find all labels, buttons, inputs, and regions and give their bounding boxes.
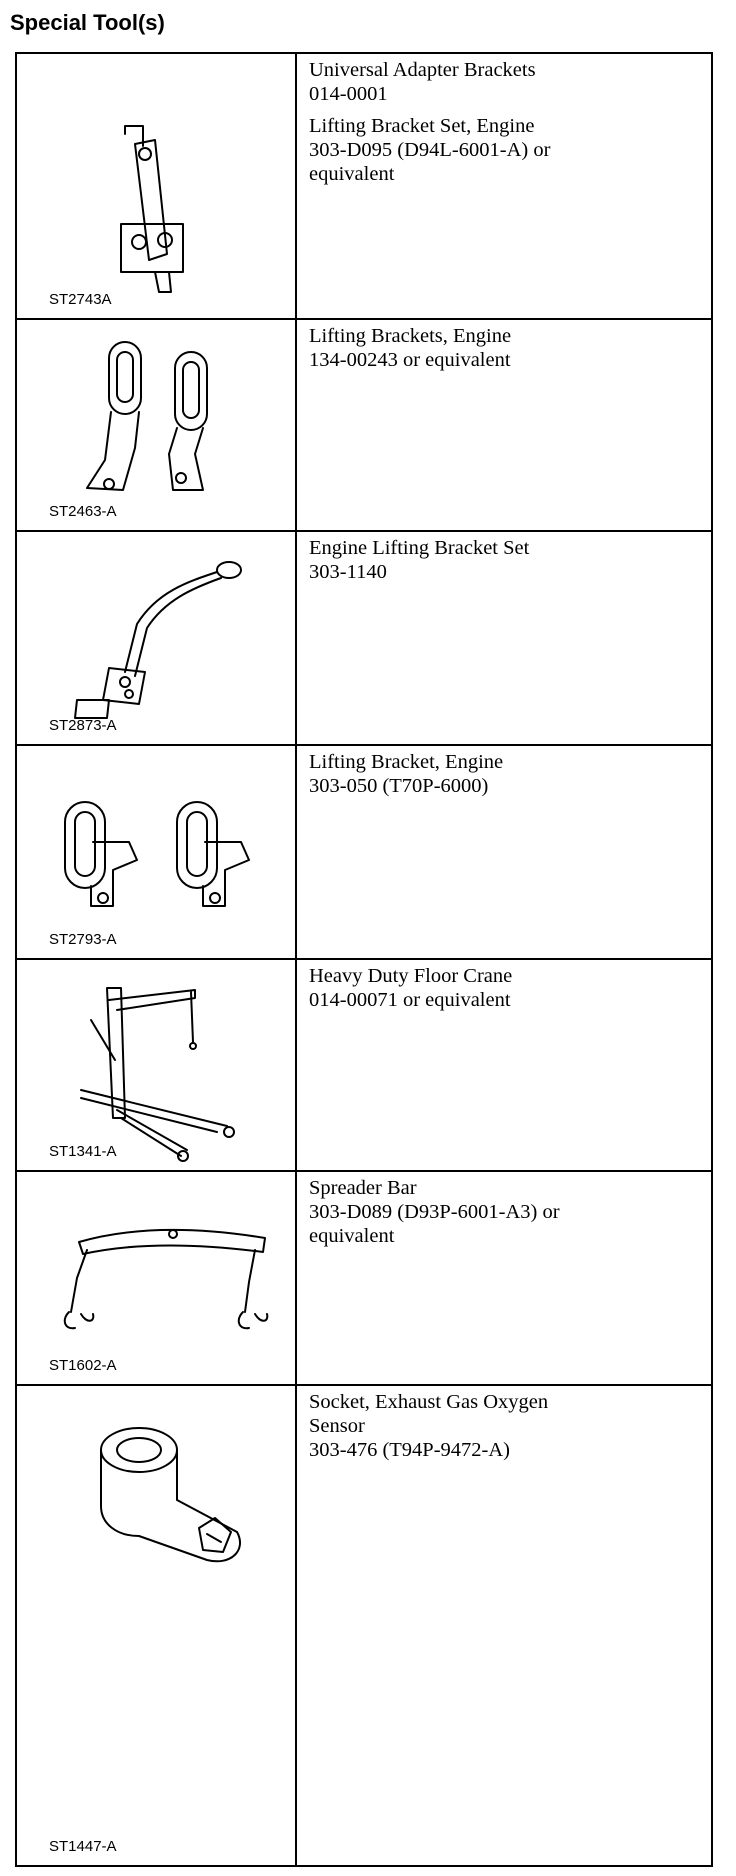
tool-row: ST1602-A Spreader Bar 303-D089 (D93P-600… xyxy=(17,1170,711,1384)
lifting-brackets-illustration xyxy=(86,341,208,491)
desc-line: 303-050 (T70P-6000) xyxy=(309,775,489,797)
tool-illustration-cell: ST2743A xyxy=(17,54,297,318)
floor-crane-illustration xyxy=(80,987,235,1162)
desc-line: Sensor xyxy=(309,1415,365,1437)
tool-illustration-cell: ST2793-A xyxy=(17,746,297,958)
tool-description: Universal Adapter Brackets 014-0001 Lift… xyxy=(309,58,701,186)
universal-adapter-bracket-illustration xyxy=(120,125,184,293)
desc-line: 014-00071 or equivalent xyxy=(309,989,511,1011)
tool-description: Lifting Bracket, Engine 303-050 (T70P-60… xyxy=(309,750,701,798)
tool-code: ST1447-A xyxy=(49,1838,117,1855)
page-title: Special Tool(s) xyxy=(10,10,165,35)
tool-row: ST1341-A Heavy Duty Floor Crane 014-0007… xyxy=(17,958,711,1170)
tool-code: ST2463-A xyxy=(49,503,117,520)
desc-line: 303-D089 (D93P-6001-A3) or xyxy=(309,1201,560,1223)
tool-illustration-cell: ST1341-A xyxy=(17,960,297,1170)
tool-code: ST2873-A xyxy=(49,717,117,734)
tool-code: ST2743A xyxy=(49,291,112,308)
spreader-bar-illustration xyxy=(63,1228,269,1330)
desc-line: Engine Lifting Bracket Set xyxy=(309,537,530,559)
desc-line: Heavy Duty Floor Crane xyxy=(309,965,513,987)
tool-illustration-cell: ST1602-A xyxy=(17,1172,297,1384)
special-tools-table: ST2743A Universal Adapter Brackets 014-0… xyxy=(15,52,713,1867)
desc-line: 303-D095 (D94L-6001-A) or xyxy=(309,139,551,161)
tool-description: Engine Lifting Bracket Set 303-1140 xyxy=(309,536,701,584)
desc-line: equivalent xyxy=(309,1225,395,1247)
desc-line: Lifting Bracket Set, Engine xyxy=(309,115,535,137)
desc-line: 303-476 (T94P-9472-A) xyxy=(309,1439,510,1461)
desc-line: Lifting Brackets, Engine xyxy=(309,325,512,347)
lifting-bracket-illustration xyxy=(64,801,250,907)
tool-code: ST1341-A xyxy=(49,1143,117,1160)
desc-line: equivalent xyxy=(309,163,395,185)
tool-description: Socket, Exhaust Gas Oxygen Sensor 303-47… xyxy=(309,1390,701,1462)
tool-illustration-cell: ST2463-A xyxy=(17,320,297,530)
tool-row: ST2793-A Lifting Bracket, Engine 303-050… xyxy=(17,744,711,958)
desc-line: Universal Adapter Brackets xyxy=(309,59,536,81)
desc-line: 014-0001 xyxy=(309,83,388,105)
desc-line: Socket, Exhaust Gas Oxygen xyxy=(309,1391,549,1413)
tool-row: ST2873-A Engine Lifting Bracket Set 303-… xyxy=(17,530,711,744)
desc-line: Lifting Bracket, Engine xyxy=(309,751,504,773)
tool-illustration-cell: ST1447-A xyxy=(17,1386,297,1865)
tool-illustration-cell: ST2873-A xyxy=(17,532,297,744)
tool-description: Heavy Duty Floor Crane 014-00071 or equi… xyxy=(309,964,701,1012)
tool-description: Spreader Bar 303-D089 (D93P-6001-A3) or … xyxy=(309,1176,701,1248)
tool-row: ST2743A Universal Adapter Brackets 014-0… xyxy=(17,54,711,318)
desc-line: 303-1140 xyxy=(309,561,387,583)
desc-line: Spreader Bar xyxy=(309,1177,417,1199)
tool-row: ST2463-A Lifting Brackets, Engine 134-00… xyxy=(17,318,711,530)
engine-lifting-bracket-set-illustration xyxy=(74,561,242,719)
tool-description: Lifting Brackets, Engine 134-00243 or eq… xyxy=(309,324,701,372)
tool-code: ST2793-A xyxy=(49,931,117,948)
tool-code: ST1602-A xyxy=(49,1357,117,1374)
oxygen-sensor-socket-illustration xyxy=(100,1427,242,1563)
desc-line: 134-00243 or equivalent xyxy=(309,349,511,371)
tool-row: ST1447-A Socket, Exhaust Gas Oxygen Sens… xyxy=(17,1384,711,1865)
